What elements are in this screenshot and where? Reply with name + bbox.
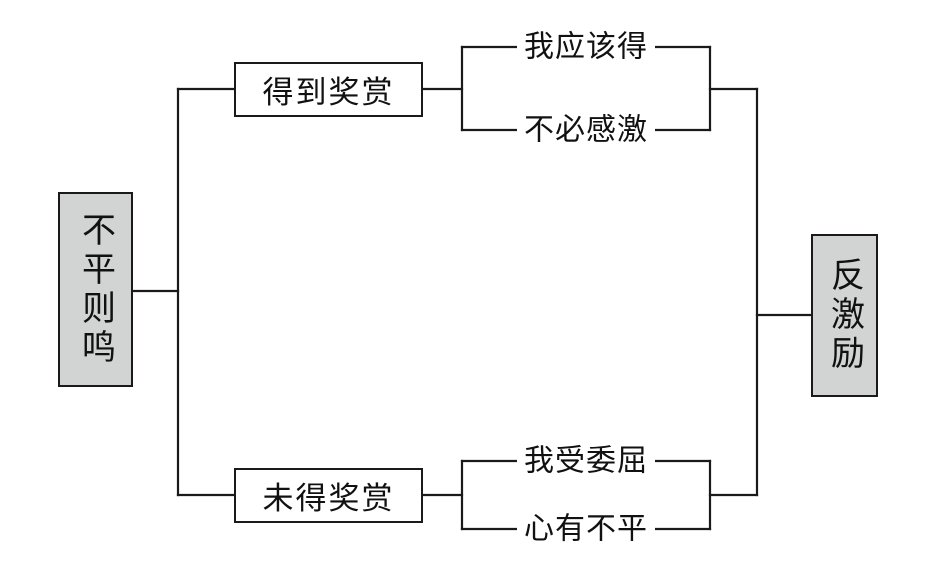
node-branch-bottom-label: 未得奖赏 <box>262 481 395 517</box>
node-source-label: 不平则鸣 <box>75 211 116 368</box>
edge-label-top-upper: 我应该得 <box>517 31 655 63</box>
node-branch-top[interactable]: 得到奖赏 <box>234 62 423 117</box>
node-outcome-label: 反激励 <box>824 257 865 374</box>
node-branch-top-label: 得到奖赏 <box>262 75 395 111</box>
edge-label-bottom-upper: 我受委屈 <box>517 445 655 477</box>
node-source[interactable]: 不平则鸣 <box>58 192 133 387</box>
edge-label-top-lower: 不必感激 <box>517 114 655 146</box>
node-branch-bottom[interactable]: 未得奖赏 <box>234 468 423 523</box>
edge-label-bottom-lower: 心有不平 <box>517 513 655 545</box>
node-outcome[interactable]: 反激励 <box>811 234 878 397</box>
